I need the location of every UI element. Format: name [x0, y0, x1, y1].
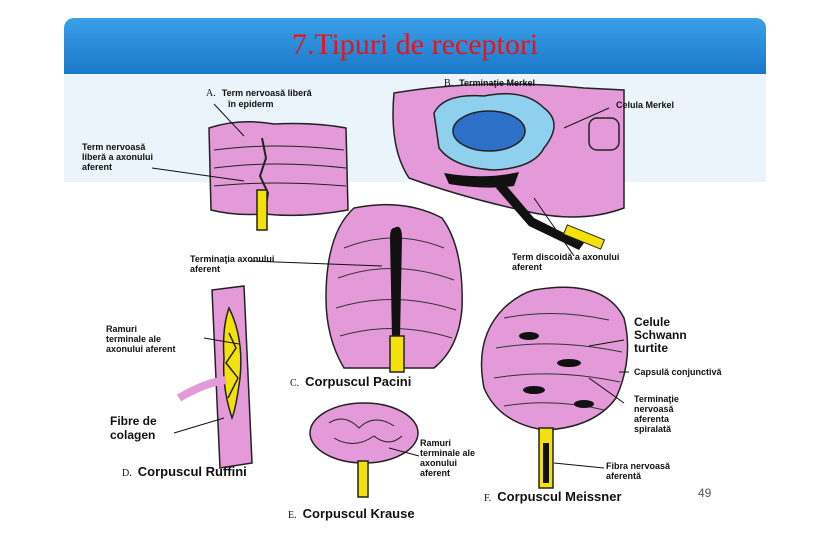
- panel-f-name: Corpuscul Meissner: [497, 489, 622, 504]
- panel-e-branch-line1: Ramuri: [420, 438, 452, 448]
- slide: 7.Tipuri de receptori: [64, 18, 766, 526]
- panel-f-term-line4: spiralată: [634, 424, 672, 434]
- panel-f-term-label: Terminaţie nervoasă aferenta spiralată: [634, 394, 679, 434]
- panel-b-letter: B.: [444, 78, 454, 89]
- page-number: 49: [698, 486, 712, 500]
- panel-f-schwann-label: Celule Schwann turtite: [634, 316, 687, 355]
- panel-e-branch-label: Ramuri terminale ale axonului aferent: [420, 438, 475, 478]
- panel-a-title: A. Term nervoasă liberă în epiderm: [206, 88, 312, 109]
- panel-d-branch-line1: Ramuri: [106, 324, 138, 334]
- panel-f-letter: F.: [484, 493, 492, 504]
- panel-d-fibre-label: Fibre de colagen: [110, 414, 157, 442]
- panel-e-branch-line4: aferent: [420, 468, 451, 478]
- receptor-illustration: [151, 83, 629, 498]
- panel-d-letter: D.: [122, 468, 132, 479]
- panel-d-fibre-line1: Fibre de: [110, 414, 157, 428]
- panel-d-ruffini: [176, 285, 253, 469]
- panel-e-name: Corpuscul Krause: [302, 506, 415, 521]
- panel-a-side-line3: aferent: [82, 162, 113, 172]
- panel-f-capsule-label: Capsulă conjunctivă: [634, 367, 722, 377]
- panel-c-letter: C.: [290, 378, 300, 389]
- panel-c-name: Corpuscul Pacini: [305, 374, 412, 389]
- panel-f-fibre-line1: Fibra nervoasă: [606, 461, 671, 471]
- panel-e-branch-line3: axonului: [420, 458, 458, 468]
- panel-c-pacini: [325, 203, 463, 373]
- panel-f-schwann-line3: turtite: [634, 341, 668, 355]
- pointer-lines: [151, 103, 629, 469]
- panel-b-cell-label: Celula Merkel: [616, 100, 675, 110]
- panel-b-title: B. Terminaţie Merkel: [444, 78, 535, 89]
- panel-e-caption: E. Corpuscul Krause: [288, 506, 415, 521]
- panel-f-fibre-line2: aferentă: [606, 471, 642, 481]
- panel-f-schwann-line2: Schwann: [634, 328, 687, 342]
- panel-d-branch-line2: terminale ale: [106, 334, 162, 344]
- panel-c-axon-label: Terminaţia axonului aferent: [190, 254, 274, 274]
- panel-f-fibre-label: Fibra nervoasă aferentă: [606, 461, 670, 481]
- panel-a-side-line2: liberă a axonului: [82, 152, 154, 162]
- panel-e-krause: [309, 402, 419, 498]
- panel-a-side-line1: Term nervoasă: [82, 142, 146, 152]
- panel-c-axon-line2: aferent: [190, 264, 221, 274]
- panel-f-caption: F. Corpuscul Meissner: [484, 489, 622, 504]
- panel-f-schwann-line1: Celule: [634, 315, 671, 329]
- panel-b-disc-line2: aferent: [512, 262, 543, 272]
- panel-b-title-text: Terminaţie Merkel: [459, 78, 536, 88]
- panel-f-term-line2: nervoasă: [634, 404, 674, 414]
- panel-e-branch-line2: terminale ale: [420, 448, 476, 458]
- panel-a-side-label: Term nervoasă liberă a axonului aferent: [82, 142, 153, 172]
- panel-c-axon-line1: Terminaţia axonului: [190, 254, 275, 264]
- slide-title: 7.Tipuri de receptori: [291, 28, 539, 61]
- panel-b-merkel: [392, 83, 625, 250]
- panel-d-name: Corpuscul Ruffini: [137, 464, 247, 479]
- panel-f-meissner: [480, 286, 629, 489]
- panel-d-branch-label: Ramuri terminale ale axonului aferent: [106, 324, 176, 354]
- panel-b-disc-line1: Term discoidă a axonului: [512, 252, 620, 262]
- panel-d-caption: D. Corpuscul Ruffini: [122, 464, 247, 479]
- panel-a-epidermis: [208, 121, 349, 231]
- title-bar: [64, 18, 766, 74]
- panel-d-branch-line3: axonului aferent: [106, 344, 176, 354]
- panel-c-caption: C. Corpuscul Pacini: [290, 374, 411, 389]
- panel-d-fibre-line2: colagen: [110, 428, 156, 442]
- panel-e-letter: E.: [288, 510, 297, 521]
- panel-f-term-line1: Terminaţie: [634, 394, 679, 404]
- panel-f-term-line3: aferenta: [634, 414, 670, 424]
- panel-b-disc-label: Term discoidă a axonului aferent: [512, 252, 619, 272]
- panel-a-title-line1: Term nervoasă liberă: [221, 88, 312, 98]
- panel-a-letter: A.: [206, 88, 216, 99]
- panel-a-title-line2: în epiderm: [228, 99, 274, 109]
